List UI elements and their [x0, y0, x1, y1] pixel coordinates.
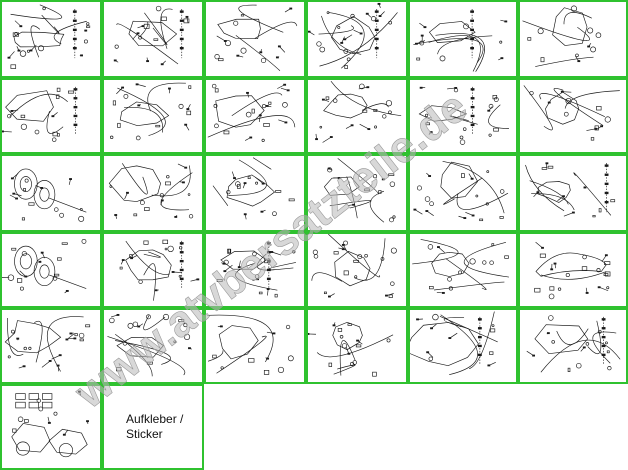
parts-diagram-headlight-bracket	[207, 314, 294, 375]
catalog-thumbnail-tool-kit-decals[interactable]	[0, 384, 102, 470]
parts-diagram-rear-swing-arm	[413, 9, 508, 72]
catalog-thumbnail-switches-small-parts[interactable]	[518, 308, 628, 384]
exploded-parts-drawing	[308, 2, 398, 69]
parts-diagram-electrical-box	[107, 313, 192, 377]
parts-diagram-rear-fender	[412, 239, 509, 294]
parts-diagram-main-harness	[308, 321, 394, 377]
exploded-parts-drawing	[522, 5, 602, 67]
exploded-parts-drawing	[418, 86, 509, 145]
parts-diagram-steering-shaft	[108, 163, 194, 219]
catalog-thumbnail-front-suspension[interactable]	[408, 78, 518, 154]
exploded-parts-drawing	[315, 81, 402, 143]
catalog-thumbnail-sticker[interactable]: Aufkleber / Sticker	[102, 384, 204, 470]
catalog-thumbnail-brake-pedal[interactable]	[204, 78, 306, 154]
catalog-thumbnail-main-harness[interactable]	[306, 308, 408, 384]
exploded-parts-drawing	[413, 160, 509, 222]
exploded-parts-drawing	[2, 238, 87, 294]
exploded-parts-drawing	[11, 390, 89, 458]
parts-diagram-frame-body	[308, 2, 398, 69]
catalog-thumbnail-throttle-lever[interactable]	[204, 0, 306, 78]
parts-diagram-rear-rack	[311, 234, 397, 298]
catalog-thumbnail-wiring-harness[interactable]	[0, 308, 102, 384]
parts-diagram-brake-pedal	[207, 83, 296, 142]
catalog-thumbnail-engine-assembly[interactable]	[0, 0, 102, 78]
parts-diagram-front-brake-line	[323, 158, 396, 223]
exploded-parts-drawing	[525, 162, 616, 218]
catalog-thumbnail-front-brake-line[interactable]	[306, 154, 408, 232]
exploded-parts-drawing	[107, 313, 192, 377]
exploded-parts-drawing	[323, 158, 396, 223]
parts-diagram-rear-brake-line	[413, 160, 509, 222]
parts-diagram-body-cover	[216, 240, 296, 298]
parts-diagram-tool-kit-decals	[11, 390, 89, 458]
exploded-parts-drawing	[110, 82, 192, 141]
parts-diagram-gear-shift-rod	[110, 82, 192, 141]
exploded-parts-drawing	[413, 9, 508, 72]
exploded-parts-drawing	[412, 239, 509, 294]
catalog-thumbnail-brake-hose[interactable]	[306, 78, 408, 154]
catalog-thumbnail-rear-wheel[interactable]	[0, 232, 102, 308]
parts-diagram-seat	[534, 241, 611, 300]
parts-diagram-switches-small-parts	[526, 315, 621, 373]
catalog-thumbnail-rear-fender[interactable]	[408, 232, 518, 308]
catalog-thumbnail-headlight-bracket[interactable]	[204, 308, 306, 384]
exploded-parts-drawing	[207, 83, 296, 142]
sticker-category-label: Aufkleber / Sticker	[126, 412, 184, 441]
catalog-thumbnail-rear-swing-arm[interactable]	[408, 0, 518, 78]
parts-diagram-front-fender	[119, 239, 200, 301]
parts-diagram-cable-bracket	[113, 5, 190, 66]
parts-diagram-wiring-harness	[4, 316, 91, 372]
exploded-parts-drawing	[207, 314, 294, 375]
parts-diagram-rear-hub	[523, 85, 620, 141]
exploded-parts-drawing	[108, 163, 194, 219]
catalog-thumbnail-frame-body[interactable]	[306, 0, 408, 78]
parts-diagram-throttle-lever	[214, 4, 298, 72]
catalog-thumbnail-gear-shift-rod[interactable]	[102, 78, 204, 154]
exploded-parts-drawing	[9, 168, 87, 222]
catalog-thumbnail-seat[interactable]	[518, 232, 628, 308]
parts-diagram-handlebar-controls	[212, 157, 295, 220]
exploded-parts-drawing	[216, 240, 296, 298]
catalog-thumbnail-battery-parts[interactable]	[408, 308, 518, 384]
catalog-thumbnail-cable-bracket[interactable]	[102, 0, 204, 78]
exploded-parts-drawing	[7, 4, 91, 69]
exploded-parts-drawing	[113, 5, 190, 66]
parts-diagram-brake-hose	[315, 81, 402, 143]
catalog-thumbnail-rear-hub[interactable]	[518, 78, 628, 154]
parts-diagram-front-wheel	[9, 168, 87, 222]
parts-diagram-engine-assembly	[7, 4, 91, 69]
catalog-thumbnail-front-steering[interactable]	[518, 0, 628, 78]
exploded-parts-drawing	[212, 157, 295, 220]
catalog-thumbnail-electrical-box[interactable]	[102, 308, 204, 384]
catalog-thumbnail-front-wheel[interactable]	[0, 154, 102, 232]
catalog-thumbnail-rear-axle[interactable]	[518, 154, 628, 232]
parts-diagram-front-steering	[522, 5, 602, 67]
exploded-parts-drawing	[308, 321, 394, 377]
catalog-thumbnail-rear-brake-line[interactable]	[408, 154, 518, 232]
exploded-parts-drawing	[534, 241, 611, 300]
exploded-parts-drawing	[526, 315, 621, 373]
catalog-thumbnail-body-cover[interactable]	[204, 232, 306, 308]
catalog-thumbnail-handlebar-controls[interactable]	[204, 154, 306, 232]
parts-diagram-battery-parts	[410, 311, 498, 376]
exploded-parts-drawing	[2, 86, 78, 142]
exploded-parts-drawing	[311, 234, 397, 298]
catalog-thumbnail-rear-rack[interactable]	[306, 232, 408, 308]
parts-diagram-front-suspension	[418, 86, 509, 145]
exploded-parts-drawing	[119, 239, 200, 301]
parts-diagram-rear-wheel	[2, 238, 87, 294]
exploded-parts-drawing	[410, 311, 498, 376]
exploded-parts-drawing	[4, 316, 91, 372]
exploded-parts-drawing	[214, 4, 298, 72]
parts-diagram-rear-axle	[525, 162, 616, 218]
catalog-thumbnail-steering-shaft[interactable]	[102, 154, 204, 232]
catalog-thumbnail-front-fender[interactable]	[102, 232, 204, 308]
catalog-thumbnail-exhaust-system[interactable]	[0, 78, 102, 154]
exploded-parts-drawing	[523, 85, 620, 141]
parts-diagram-exhaust-system	[2, 86, 78, 142]
